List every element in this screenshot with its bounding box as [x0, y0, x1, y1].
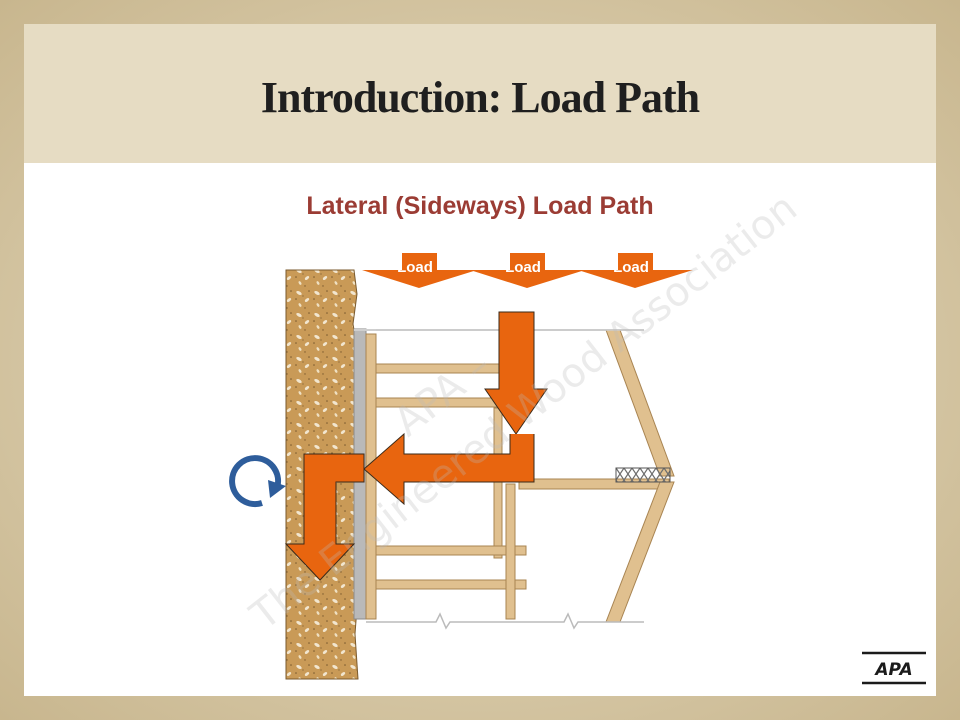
load-label-3: Load — [613, 259, 649, 276]
load-path-arrow — [284, 311, 548, 581]
load-label-1: Load — [397, 259, 433, 276]
load-label-2: Load — [505, 259, 541, 276]
load-path-diagram: Load Load Load APA – The Engineered Wood… — [229, 185, 806, 680]
apa-logo: APA — [862, 650, 926, 686]
rotation-icon — [229, 455, 286, 508]
slide-subtitle: Lateral (Sideways) Load Path — [306, 192, 654, 220]
load-arrows — [362, 253, 693, 288]
apa-logo-text: APA — [873, 660, 912, 680]
title-band: Introduction: Load Path — [24, 24, 936, 163]
slide-title: Introduction: Load Path — [260, 73, 700, 122]
insulation-block — [615, 467, 671, 483]
slide: Introduction: Load Path Lateral (Sideway… — [24, 24, 936, 696]
